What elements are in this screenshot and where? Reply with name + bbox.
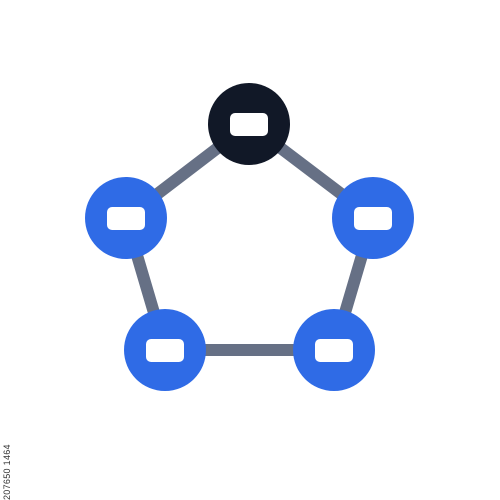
top-node-screen-icon bbox=[230, 113, 268, 136]
left-node bbox=[85, 177, 167, 259]
top-node bbox=[208, 83, 290, 165]
right-node bbox=[332, 177, 414, 259]
bottom-right-node bbox=[293, 309, 375, 391]
stock-id-label: 207650 1464 bbox=[2, 444, 12, 500]
left-node-screen-icon bbox=[107, 207, 145, 230]
bottom-left-node bbox=[124, 309, 206, 391]
bottom-right-node-screen-icon bbox=[315, 339, 353, 362]
bottom-left-node-screen-icon bbox=[146, 339, 184, 362]
right-node-screen-icon bbox=[354, 207, 392, 230]
